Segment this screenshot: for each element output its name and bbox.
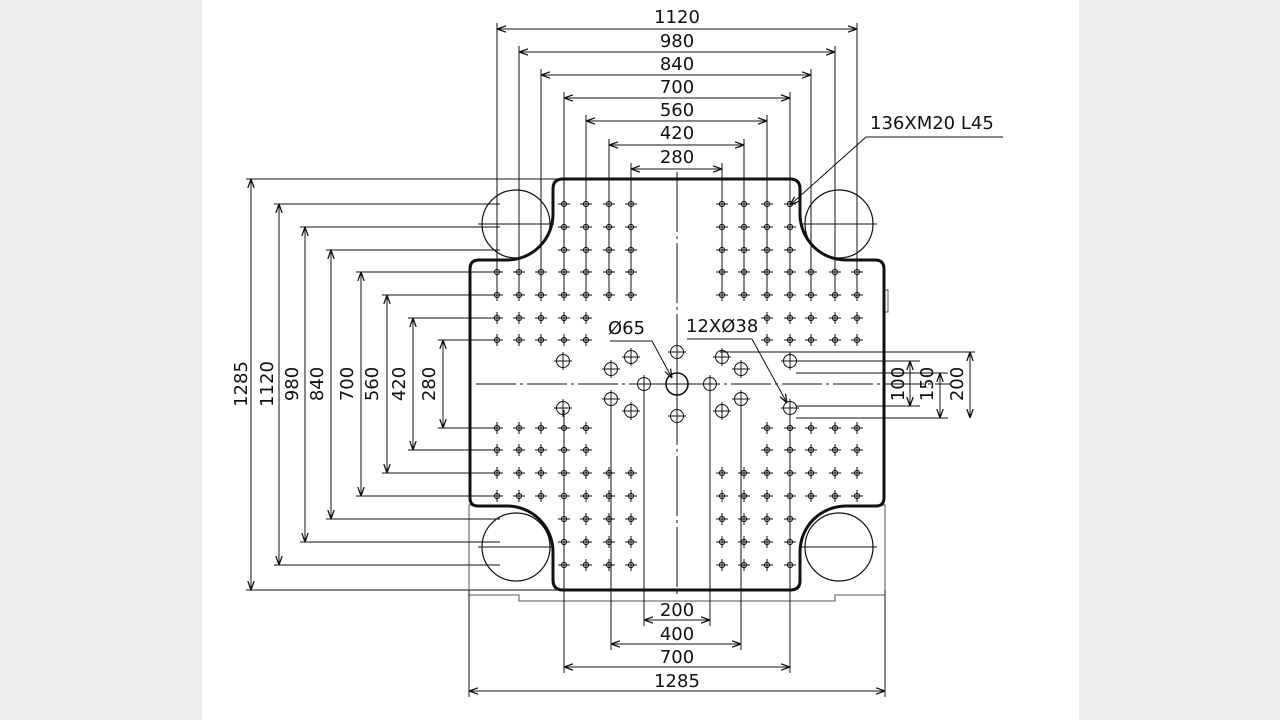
left-dim-980: 980 (282, 367, 303, 401)
right-dim-100: 100 (888, 367, 909, 401)
ejector-holes (554, 343, 799, 425)
right-dim-200: 200 (947, 367, 968, 401)
bottom-dimension-labels: 200 400 700 1285 (654, 600, 700, 692)
top-dim-980: 980 (660, 31, 694, 52)
left-dim-1120: 1120 (257, 361, 278, 407)
thread-holes-callout: 136XM20 L45 (870, 113, 994, 134)
right-dim-150: 150 (917, 367, 938, 401)
callout-labels: 136XM20 L45 Ø65 12XØ38 (608, 113, 994, 339)
left-dimension-labels: 1285 1120 980 840 700 560 420 280 (231, 361, 440, 407)
top-dim-280: 280 (660, 147, 694, 168)
top-dim-840: 840 (660, 54, 694, 75)
left-dim-1285: 1285 (231, 361, 252, 407)
left-dim-280: 280 (419, 367, 440, 401)
leader-lines (610, 136, 1003, 403)
left-dim-420: 420 (389, 367, 410, 401)
left-dim-700: 700 (337, 367, 358, 401)
top-dim-420: 420 (660, 123, 694, 144)
bottom-dim-200: 200 (660, 600, 694, 621)
top-dimension-labels: 1120 980 840 700 560 420 280 (654, 7, 700, 168)
top-dim-1120: 1120 (654, 7, 700, 28)
center-hole (661, 368, 693, 400)
left-dim-560: 560 (362, 367, 383, 401)
top-dim-700: 700 (660, 77, 694, 98)
thread-holes (491, 198, 863, 571)
center-hole-callout: Ø65 (608, 318, 645, 339)
ejector-holes-callout: 12XØ38 (686, 316, 758, 337)
bottom-dim-1285: 1285 (654, 671, 700, 692)
top-dim-560: 560 (660, 100, 694, 121)
bottom-dim-400: 400 (660, 624, 694, 645)
bottom-dim-700: 700 (660, 647, 694, 668)
right-dimension-labels: 100 150 200 (888, 367, 968, 401)
left-dim-840: 840 (307, 367, 328, 401)
